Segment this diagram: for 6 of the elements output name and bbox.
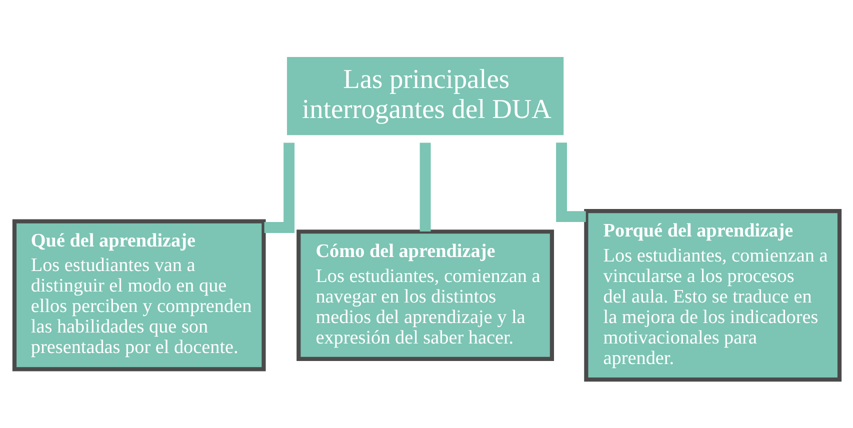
connector (419, 142, 430, 232)
connector (556, 142, 586, 222)
node-box: Porqué del aprendizaje Los estudiantes, comienzan a vincularse a los procesos del aula. Esto se traduce en la mejora de los indicadores motivacionales para aprender. (584, 208, 842, 382)
node-box: Cómo del aprendizaje Los estudiantes, comienzan a navegar en los distintos medios del aprendizaje y la expresión del saber hacer. (296, 229, 554, 361)
node-box: Qué del aprendizaje Los estudiantes van a distinguir el modo en que ellos perciben y comprenden las habilidades que son presentadas por el docente. (12, 218, 266, 371)
connector (264, 142, 294, 232)
